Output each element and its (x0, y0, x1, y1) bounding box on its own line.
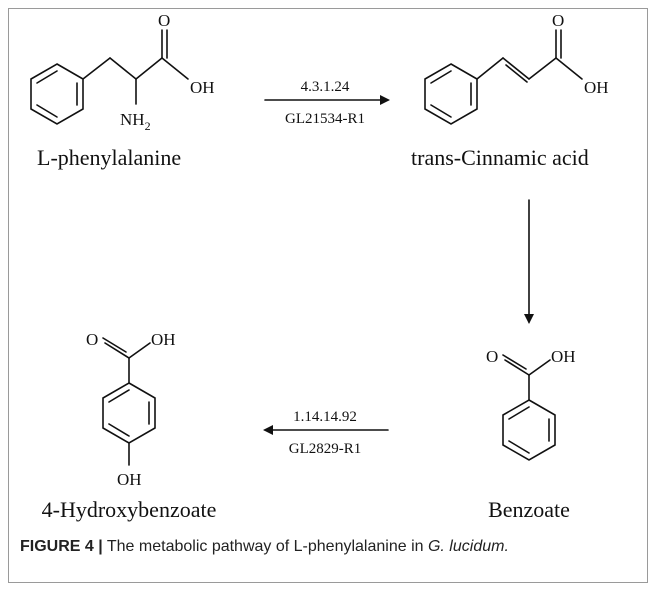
figure-caption: FIGURE 4 | The metabolic pathway of L-ph… (20, 538, 640, 556)
phenylalanine-amino: NH2 (120, 110, 151, 133)
hydroxybenzoate-structure (102, 337, 156, 466)
phenylalanine-hydroxyl: OH (190, 78, 215, 97)
cinnamic-hydroxyl: OH (584, 78, 609, 97)
figure-frame (8, 8, 648, 583)
reaction-3-gene: GL2829-R1 (289, 441, 362, 457)
reaction-1-gene: GL21534-R1 (285, 111, 365, 127)
benzoate-carbonyl-o: O (486, 347, 498, 366)
benzoate-hydroxyl: OH (551, 347, 576, 366)
phenylalanine-carbonyl-o: O (158, 11, 170, 30)
phenylalanine-structure (30, 29, 189, 125)
caption-text: The metabolic pathway of L-phenylalanine… (102, 538, 428, 555)
hydroxybenzoate-carboxyl-oh: OH (151, 330, 176, 349)
caption-organism: G. lucidum. (427, 538, 509, 555)
caption-label: FIGURE 4 | (20, 538, 103, 555)
cinnamic-label: trans-Cinnamic acid (411, 145, 589, 170)
phenylalanine-label: L-phenylalanine (37, 145, 181, 170)
hydroxybenzoate-carbonyl-o: O (86, 330, 98, 349)
hydroxybenzoate-label: 4-Hydroxybenzoate (42, 497, 217, 522)
cinnamic-carbonyl-o: O (552, 11, 564, 30)
cinnamic-acid-structure (424, 29, 583, 125)
reaction-3-ec: 1.14.14.92 (293, 409, 357, 425)
benzoate-label: Benzoate (488, 497, 570, 522)
reaction-1-ec: 4.3.1.24 (301, 79, 350, 95)
hydroxybenzoate-para-oh: OH (117, 470, 142, 489)
benzoate-structure (502, 354, 556, 461)
